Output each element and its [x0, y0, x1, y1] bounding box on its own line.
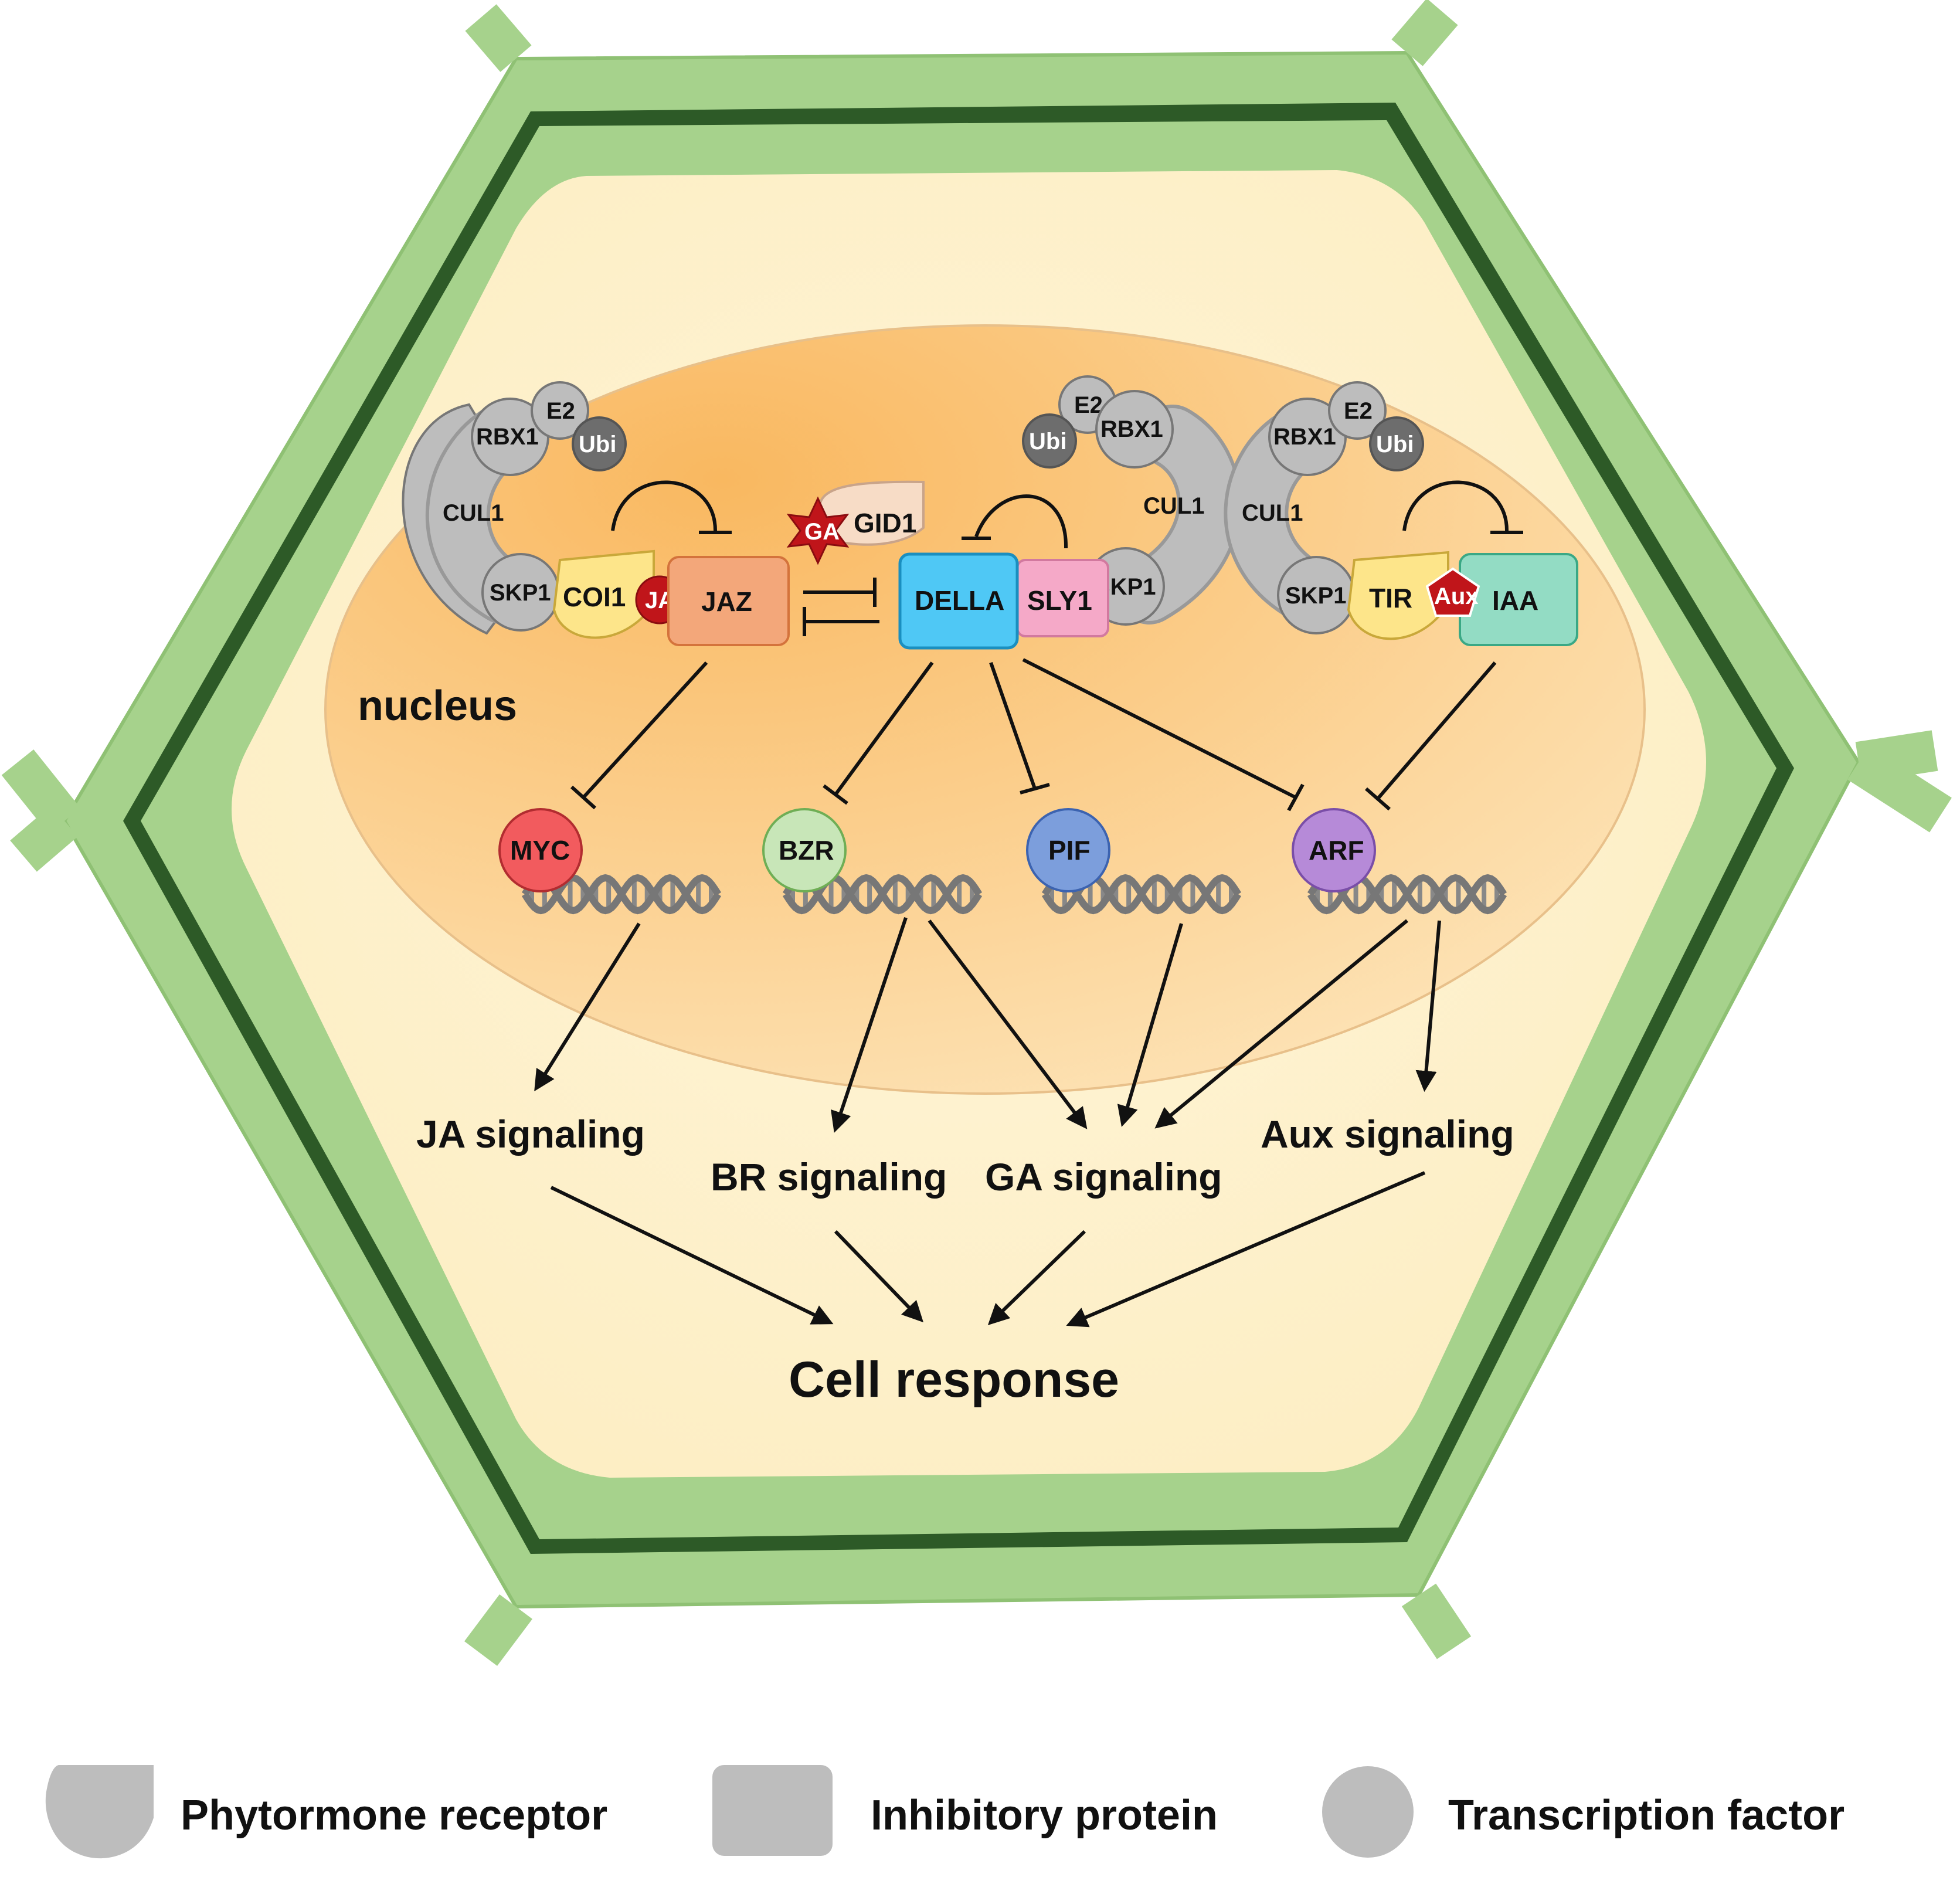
dna-helix [521, 874, 722, 915]
jaz-repressor [667, 556, 790, 646]
bzr-label: BZR [779, 835, 834, 865]
dna-helices [521, 874, 1507, 915]
ja-degradation-inhibition [611, 480, 717, 531]
ubi-label-ja: Ubi [579, 432, 616, 457]
legend-tf-icon [1322, 1766, 1414, 1858]
legend-inhibitory-label: Inhibitory protein [871, 1792, 1218, 1839]
e2-label-ga: E2 [1074, 392, 1103, 418]
arf-factor [1292, 808, 1376, 892]
auxin-receptor-complex: CUL1 RBX1 E2 Ubi SKP1 TIR IAA Aux [1224, 381, 1578, 646]
rbx1-label-aux: RBX1 [1273, 424, 1336, 450]
e2-ja [531, 381, 589, 440]
ja-signaling-label: JA signaling [416, 1112, 645, 1156]
jasmonate-receptor-complex: CUL1 RBX1 E2 Ubi SKP1 COI1 JA JAZ [402, 381, 790, 646]
arf-label: ARF [1309, 835, 1364, 865]
ubi-label-ga: Ubi [1029, 429, 1066, 454]
bzr-factor [762, 808, 847, 892]
cell-response-arrows [550, 1171, 1426, 1328]
br-signaling-label: BR signaling [711, 1155, 947, 1199]
e2-label-ja: E2 [546, 398, 575, 424]
rbx1-ga [1095, 390, 1174, 469]
gid1-label: GID1 [854, 508, 916, 538]
pif-factor [1026, 808, 1110, 892]
legend-inhibitory-icon [712, 1765, 833, 1856]
myc-factor [498, 808, 583, 892]
dna-strand [1307, 874, 1507, 915]
legend-receptor-label: Phytormone receptor [181, 1792, 607, 1839]
pif-label: PIF [1048, 835, 1091, 865]
rbx1-label-ga: RBX1 [1100, 416, 1163, 442]
aux-hormone-label: Aux [1434, 583, 1479, 609]
dna-strand [521, 874, 722, 915]
cul1-label-ga: CUL1 [1143, 493, 1204, 519]
aux-degradation-inhibition [1402, 480, 1509, 531]
dna-strand [1041, 874, 1242, 915]
dna-helix [1041, 874, 1242, 915]
nucleus-label: nucleus [358, 683, 517, 729]
transcription-factors: MYC BZR PIF ARF [498, 808, 1376, 892]
ubi-ga [1022, 413, 1077, 469]
ga-signaling-label: GA signaling [985, 1155, 1222, 1199]
e2-label-aux: E2 [1344, 398, 1373, 424]
coi1-label: COI1 [563, 582, 626, 612]
ubi-ja [572, 416, 627, 471]
tir-label: TIR [1369, 583, 1412, 613]
aux-hormone [1425, 567, 1480, 617]
legend-tf-label: Transcription factor [1448, 1792, 1844, 1839]
myc-label: MYC [510, 835, 570, 865]
ga-degradation-inhibition [974, 494, 1068, 549]
e2-aux [1328, 381, 1387, 440]
ga-hormone [786, 496, 850, 565]
jaz-label: JAZ [701, 586, 752, 617]
legend: Phytormone receptor Inhibitory protein T… [45, 1765, 1844, 1859]
skp1-label-aux: SKP1 [1285, 583, 1347, 609]
dna-helix [1307, 874, 1507, 915]
cul1-label-aux: CUL1 [1242, 500, 1303, 526]
cell-response-label: Cell response [789, 1352, 1119, 1408]
della-repressor [898, 552, 1019, 650]
jaz-della-mutual-inhibition [803, 578, 879, 636]
skp1-label-ja: SKP1 [490, 580, 551, 606]
cul1-label-ja: CUL1 [443, 500, 504, 526]
della-label: DELLA [915, 585, 1004, 616]
aux-signaling-label: Aux signaling [1261, 1112, 1514, 1156]
gibberellin-receptor-complex: CUL1 E2 Ubi RBX1 SKP1 SLY1 DELLA GID1 GA [786, 375, 1242, 650]
legend-receptor-icon [45, 1765, 154, 1859]
transcription-output-arrows [534, 917, 1441, 1133]
dna-strand [782, 874, 983, 915]
sly1-label: SLY1 [1027, 585, 1092, 616]
rbx1-label-ja: RBX1 [476, 424, 539, 450]
iaa-label: IAA [1492, 585, 1538, 616]
ubi-aux [1369, 416, 1424, 471]
repressor-tf-inhibitions [570, 658, 1497, 812]
ubi-label-aux: Ubi [1376, 432, 1414, 457]
ga-hormone-label: GA [804, 519, 840, 545]
